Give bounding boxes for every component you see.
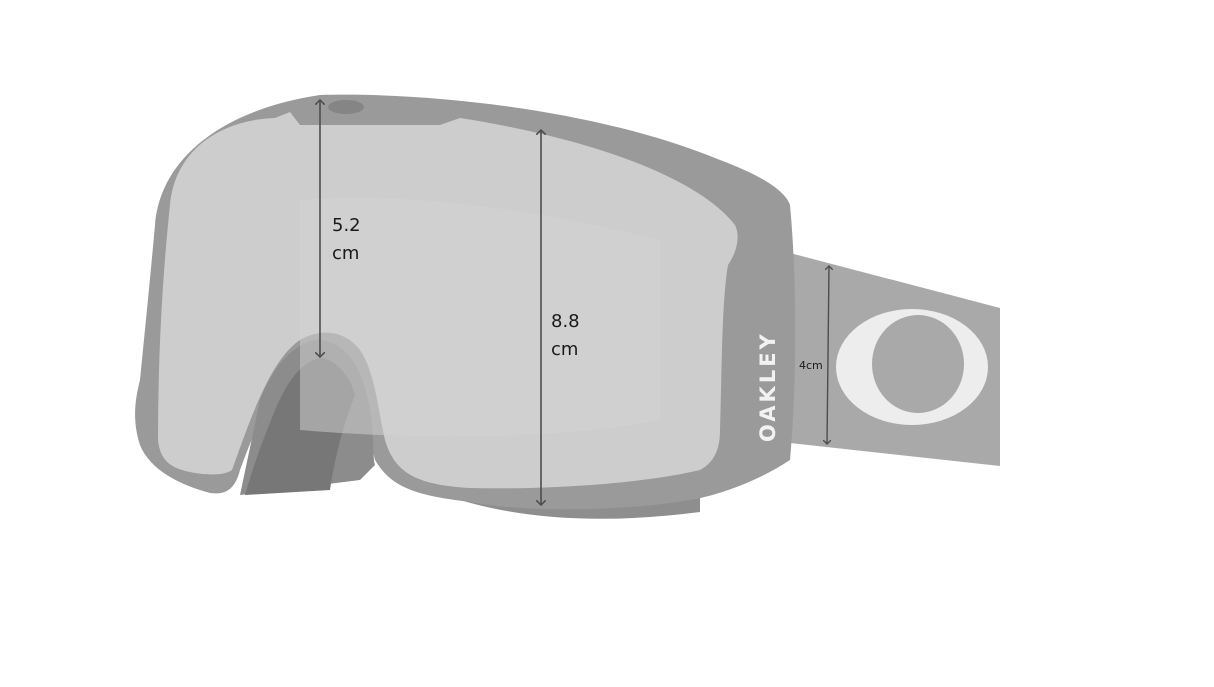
measurement-value: 5.2	[332, 215, 361, 236]
lens-highlight	[300, 197, 660, 437]
measurement-unit: cm	[551, 338, 579, 360]
measurement-label-lens-overall: 8.8 cm	[551, 308, 580, 364]
arrow-4cm	[827, 266, 829, 444]
o-logo-icon	[836, 309, 988, 425]
measurement-label-strap: 4cm	[799, 359, 823, 372]
measurement-value: 8.8	[551, 311, 580, 332]
brand-logo-text: OAKLEY	[756, 331, 780, 442]
measurement-unit: cm	[332, 242, 360, 264]
measurement-label-lens-center: 5.2 cm	[332, 212, 361, 268]
top-vent	[328, 100, 364, 114]
